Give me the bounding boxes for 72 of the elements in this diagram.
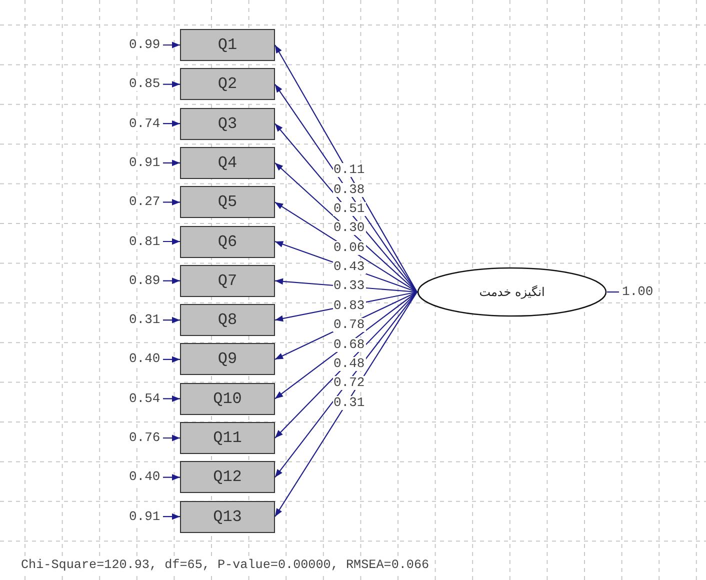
loading-value: 0.51 [332, 202, 366, 216]
observed-variable-box [180, 146, 275, 179]
error-variance-value: 0.40 [128, 352, 162, 366]
error-variance-value: 0.91 [128, 510, 162, 524]
error-arrow [163, 278, 180, 284]
variable-name: Q1 [218, 36, 238, 54]
variance-value: 1.00 [621, 285, 654, 299]
variable-name: Q2 [218, 75, 238, 94]
error-variance-value: 0.74 [128, 116, 162, 131]
observed-variable-box [180, 500, 275, 533]
variable-name: Q10 [213, 390, 242, 408]
observed-variable-box [180, 264, 275, 297]
variable-name: Q9 [218, 350, 238, 368]
error-variance-value: 0.27 [128, 195, 162, 210]
loading-value: 0.06 [332, 240, 366, 255]
error-variance-value: 0.40 [128, 470, 162, 484]
loading-value: 0.38 [332, 182, 366, 197]
loading-value: 0.31 [332, 396, 366, 410]
latent-variable-ellipse [417, 267, 607, 317]
observed-variable-box [180, 29, 275, 61]
observed-variable-box [180, 186, 275, 218]
variable-name: Q4 [218, 154, 238, 172]
loading-value: 0.78 [332, 318, 366, 332]
error-variance-value: 0.81 [128, 234, 162, 248]
error-arrow [163, 160, 180, 166]
latent-variable-name: انگیزه خدمت [479, 285, 545, 299]
error-arrow [163, 474, 180, 480]
error-variance-value: 0.99 [128, 38, 162, 52]
loading-value: 0.43 [332, 260, 366, 274]
variable-name: Q7 [218, 272, 238, 290]
loading-value: 0.68 [332, 338, 366, 352]
loading-arrow [274, 44, 418, 292]
error-arrow [163, 316, 180, 324]
error-arrow [163, 81, 180, 88]
variable-name: Q8 [218, 311, 238, 330]
error-arrow [163, 238, 180, 245]
loading-arrow [274, 162, 418, 292]
variable-name: Q13 [213, 508, 242, 526]
error-variance-value: 0.85 [128, 77, 162, 92]
error-arrow [163, 396, 180, 402]
loading-value: 0.48 [332, 356, 366, 371]
observed-variable-box [180, 68, 275, 100]
loading-arrow [274, 292, 418, 517]
observed-variable-box [180, 226, 275, 258]
loading-value: 0.30 [332, 221, 366, 236]
observed-variable-box [180, 422, 275, 454]
error-arrow [163, 434, 180, 442]
error-arrow [163, 42, 180, 48]
observed-variable-box [180, 304, 275, 336]
error-arrow [163, 199, 180, 206]
observed-variable-box [180, 343, 275, 376]
fit-statistics: Chi-Square=120.93, df=65, P-value=0.00000, RMSEA=0.066 [20, 558, 430, 572]
variable-name: Q3 [218, 114, 238, 133]
error-variance-value: 0.91 [128, 156, 162, 170]
observed-variable-box [180, 382, 275, 415]
error-variance-value: 0.54 [128, 392, 162, 406]
loading-arrow [274, 292, 418, 438]
observed-variable-box [180, 461, 275, 494]
error-arrow [163, 356, 180, 363]
loading-value: 0.11 [332, 163, 366, 178]
error-variance-value: 0.76 [128, 431, 162, 445]
variable-name: Q6 [218, 232, 238, 250]
loading-value: 0.72 [332, 376, 366, 390]
loading-value: 0.83 [332, 298, 366, 313]
variable-name: Q11 [213, 429, 242, 447]
error-arrow [163, 120, 180, 127]
observed-variable-box [180, 108, 275, 140]
loading-arrow [274, 292, 418, 400]
error-arrow [163, 513, 180, 520]
variable-name: Q5 [218, 193, 238, 212]
loading-value: 0.33 [332, 279, 366, 294]
variable-name: Q12 [213, 468, 242, 486]
